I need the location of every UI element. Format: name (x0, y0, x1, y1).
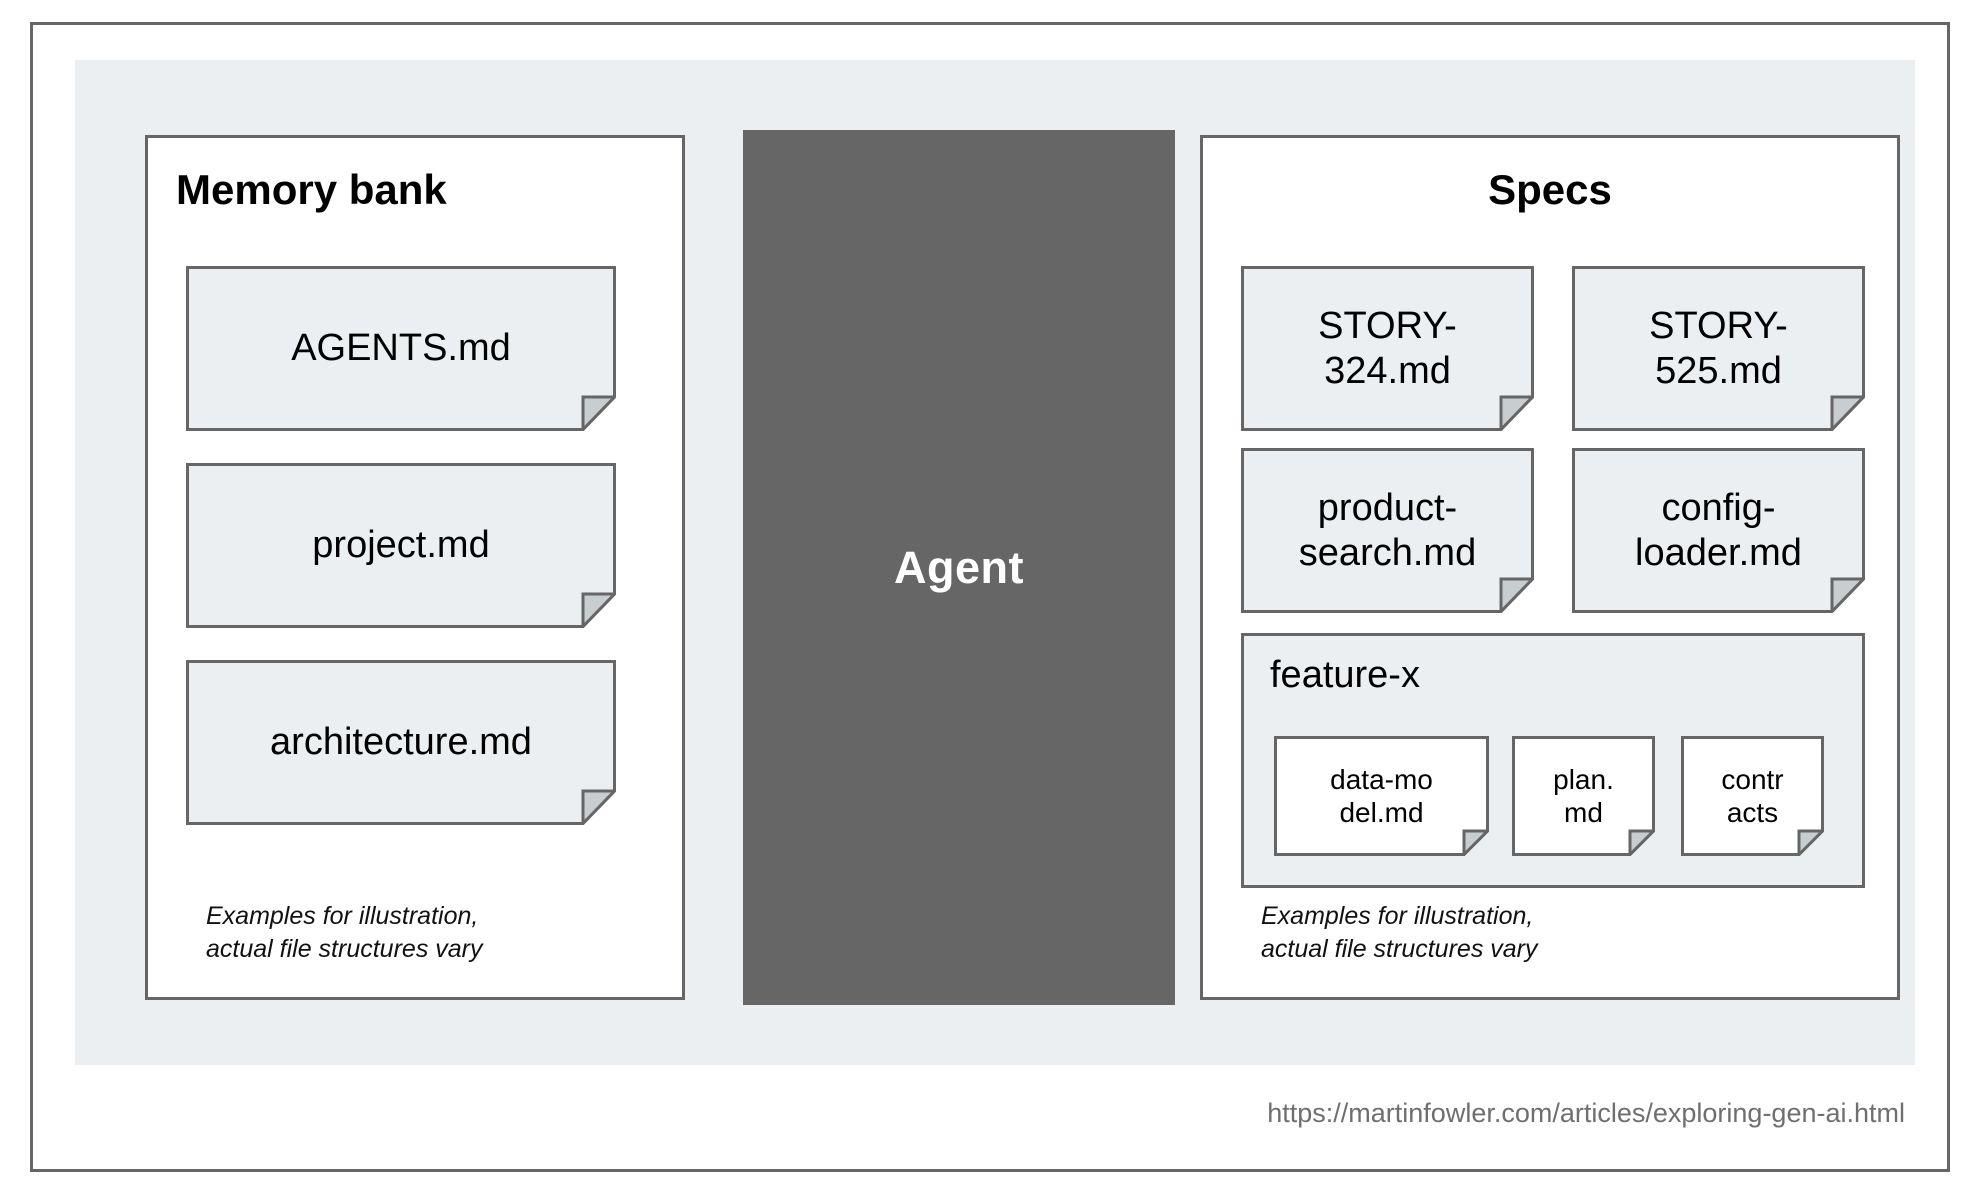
document-plan-md[interactable]: plan. md (1512, 736, 1655, 856)
agent-label: Agent (894, 541, 1024, 593)
document-label: AGENTS.md (291, 327, 511, 370)
document-icon (186, 463, 616, 628)
document-label: project.md (312, 524, 490, 567)
document-label: architecture.md (270, 721, 532, 764)
document-story-324-md[interactable]: STORY- 324.md (1241, 266, 1534, 431)
document-config-loader-md[interactable]: config- loader.md (1572, 448, 1865, 613)
memory-bank-caption: Examples for illustration, actual file s… (206, 901, 483, 964)
document-icon (1572, 448, 1865, 613)
document-icon (1512, 736, 1655, 856)
document-contracts[interactable]: contr acts (1681, 736, 1824, 856)
panel-title-memory-bank: Memory bank (176, 166, 447, 213)
diagram-frame: Memory bank AGENTS.md project.md (30, 22, 1950, 1172)
document-icon (1274, 736, 1489, 856)
document-icon (186, 266, 616, 431)
panel-title-specs: Specs (1488, 166, 1612, 213)
document-label: contr acts (1721, 763, 1784, 828)
specs-caption: Examples for illustration, actual file s… (1261, 901, 1538, 964)
document-icon (1681, 736, 1824, 856)
document-icon (1241, 266, 1534, 431)
document-label: data-mo del.md (1330, 763, 1433, 828)
document-icon (1572, 266, 1865, 431)
document-icon (1241, 448, 1534, 613)
document-label: plan. md (1553, 763, 1614, 828)
document-label: config- loader.md (1635, 486, 1802, 574)
document-label: STORY- 525.md (1649, 304, 1788, 392)
agent-box[interactable]: Agent (743, 130, 1175, 1005)
source-url: https://martinfowler.com/articles/explor… (1267, 1098, 1905, 1128)
document-agents-md[interactable]: AGENTS.md (186, 266, 616, 431)
document-data-model-md[interactable]: data-mo del.md (1274, 736, 1489, 856)
folder-title: feature-x (1270, 654, 1420, 696)
document-architecture-md[interactable]: architecture.md (186, 660, 616, 825)
document-story-525-md[interactable]: STORY- 525.md (1572, 266, 1865, 431)
document-label: STORY- 324.md (1318, 304, 1457, 392)
document-product-search-md[interactable]: product- search.md (1241, 448, 1534, 613)
document-icon (186, 660, 616, 825)
document-project-md[interactable]: project.md (186, 463, 616, 628)
diagram-stage: Memory bank AGENTS.md project.md (75, 60, 1915, 1065)
panel-specs: Specs STORY- 324.md STORY- 525.md (1200, 135, 1900, 1000)
folder-feature-x[interactable]: feature-x data-mo del.md plan. md (1241, 633, 1865, 888)
panel-memory-bank: Memory bank AGENTS.md project.md (145, 135, 685, 1000)
document-label: product- search.md (1298, 486, 1477, 574)
